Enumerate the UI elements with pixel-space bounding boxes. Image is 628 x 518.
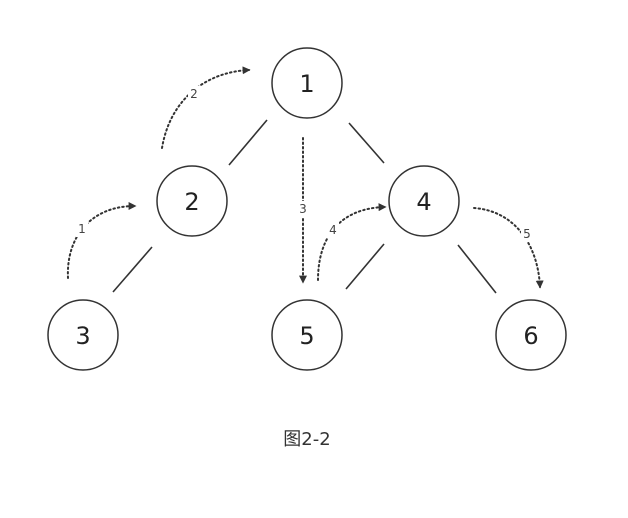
figure-caption: 图2-2 [283, 429, 331, 450]
step-label-2: 2 [190, 87, 198, 101]
edge-1-4 [348, 122, 385, 164]
edge-2-3 [112, 246, 153, 293]
step-label-5: 5 [523, 227, 531, 241]
node-6-label: 6 [523, 322, 538, 350]
node-5: 5 [271, 299, 343, 371]
node-3: 3 [47, 299, 119, 371]
edge-1-2 [228, 119, 268, 166]
node-1: 1 [271, 47, 343, 119]
step-arrow-5 [473, 207, 544, 289]
node-3-label: 3 [75, 322, 90, 350]
edge-4-6 [457, 244, 497, 294]
node-4: 4 [388, 165, 460, 237]
step-arrow-2 [161, 66, 251, 149]
step-arrow-1 [66, 202, 137, 279]
node-4-label: 4 [416, 188, 431, 216]
node-2-label: 2 [184, 188, 199, 216]
node-6: 6 [495, 299, 567, 371]
edge-4-5 [345, 243, 385, 290]
step-arrow-4 [317, 203, 387, 281]
step-label-3: 3 [299, 202, 307, 216]
node-5-label: 5 [299, 322, 314, 350]
node-1-label: 1 [299, 70, 314, 98]
node-2: 2 [156, 165, 228, 237]
step-label-1: 1 [78, 222, 86, 236]
step-label-4: 4 [329, 223, 337, 237]
